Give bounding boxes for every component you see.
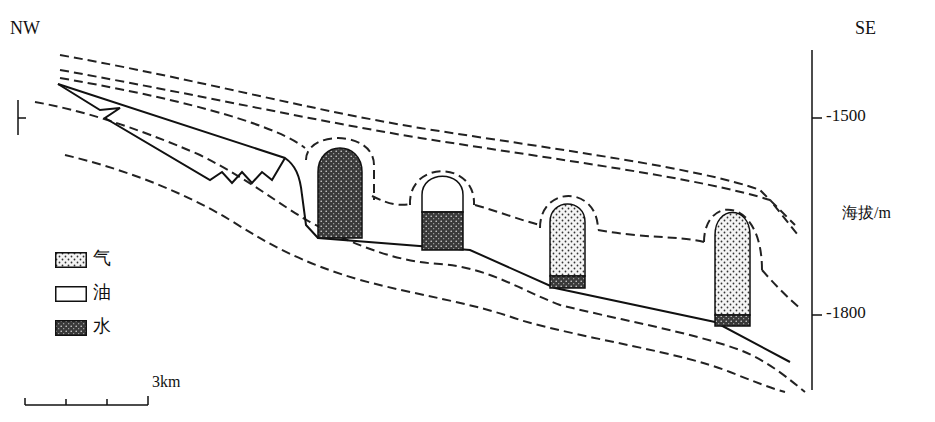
- legend-text: 气: [93, 248, 111, 270]
- axis-tick-label: -1800: [826, 303, 866, 323]
- scale-bar: [25, 396, 148, 405]
- axis-title: 海拔/m: [842, 203, 891, 222]
- strata-dashed: [35, 55, 805, 392]
- scale-label: 3km: [152, 372, 180, 391]
- legend-swatch: [55, 252, 87, 268]
- elevation-axis: [18, 50, 822, 390]
- legend-text: 油: [93, 282, 111, 304]
- legend-swatch: [55, 286, 87, 302]
- strata-solid: [58, 84, 790, 362]
- direction-label: NW: [10, 18, 40, 40]
- reservoirs: [318, 148, 750, 326]
- direction-label: SE: [855, 18, 876, 40]
- axis-tick-label: -1500: [826, 106, 866, 126]
- legend-text: 水: [93, 316, 111, 338]
- legend-swatch: [55, 320, 87, 336]
